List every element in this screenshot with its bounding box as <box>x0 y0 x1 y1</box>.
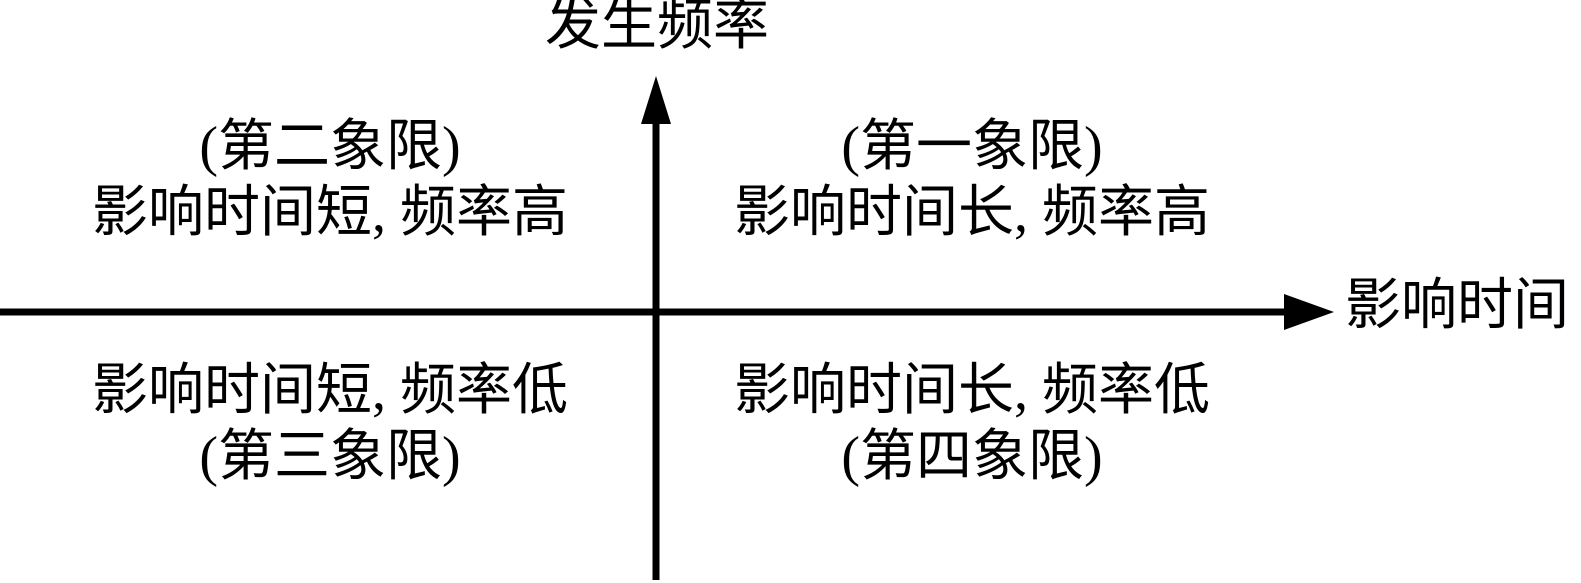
quadrant-4-description: 影响时间长, 频率低 <box>734 360 1210 422</box>
quadrant-4-title: (第四象限) <box>841 426 1103 488</box>
x-axis-arrowhead-icon <box>1284 294 1334 330</box>
quadrant-3-description: 影响时间短, 频率低 <box>92 360 568 422</box>
quadrant-2-title: (第二象限) <box>199 116 461 178</box>
quadrant-1-title: (第一象限) <box>841 116 1103 178</box>
quadrant-1-description: 影响时间长, 频率高 <box>734 182 1210 244</box>
quadrant-1-block: (第一象限) 影响时间长, 频率高 <box>734 114 1210 246</box>
quadrant-3-block: 影响时间短, 频率低 (第三象限) <box>92 358 568 490</box>
quadrant-2-block: (第二象限) 影响时间短, 频率高 <box>92 114 568 246</box>
x-axis-label: 影响时间 <box>1345 275 1569 337</box>
quadrant-2-description: 影响时间短, 频率高 <box>92 182 568 244</box>
y-axis-label: 发生频率 <box>545 0 769 57</box>
y-axis-arrowhead-icon <box>641 76 671 124</box>
quadrant-3-title: (第三象限) <box>199 426 461 488</box>
quadrant-4-block: 影响时间长, 频率低 (第四象限) <box>734 358 1210 490</box>
